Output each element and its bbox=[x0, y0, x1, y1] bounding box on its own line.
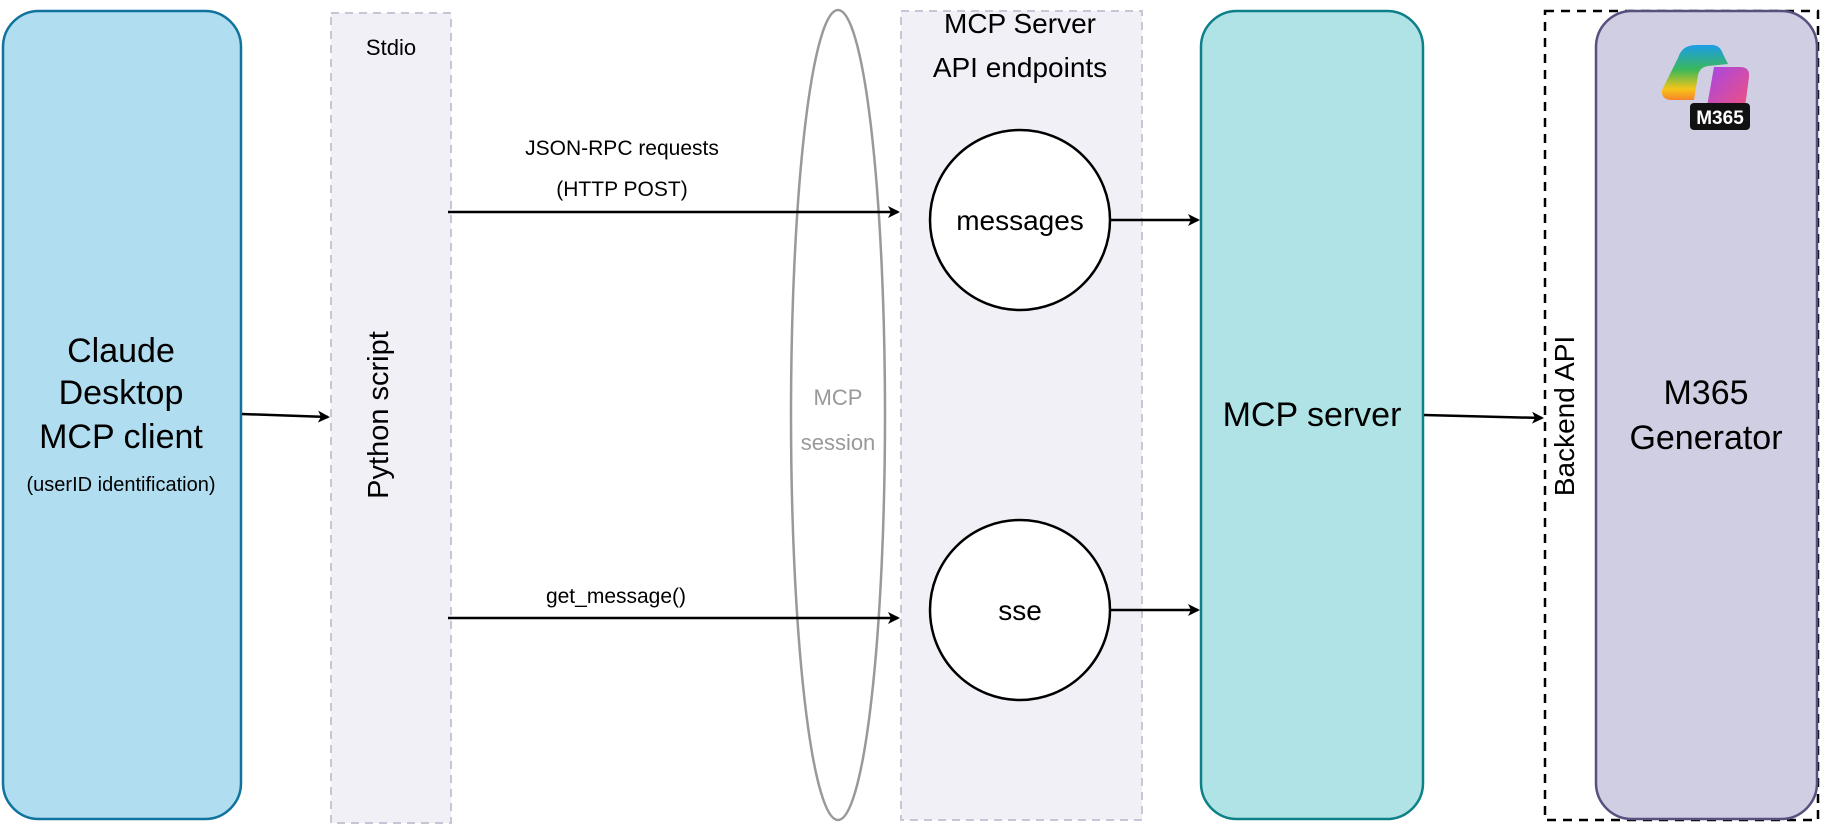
json-rpc-label-line-2: (HTTP POST) bbox=[556, 178, 687, 201]
api-title-line-1: MCP Server bbox=[944, 8, 1096, 39]
mcp-server-node[interactable]: MCP server bbox=[1199, 9, 1425, 821]
client-title-line-1: Claude bbox=[67, 332, 175, 370]
get-message-label: get_message() bbox=[546, 585, 686, 608]
endpoint-sse[interactable]: sse bbox=[928, 518, 1112, 702]
json-rpc-label-line-1: JSON-RPC requests bbox=[525, 137, 719, 160]
api-title-line-2: API endpoints bbox=[933, 52, 1107, 83]
m365-badge-text: M365 bbox=[1696, 108, 1744, 129]
stdio-container[interactable]: Stdio Python script bbox=[330, 12, 452, 824]
stdio-title: Stdio bbox=[366, 35, 416, 60]
mcp-client-node[interactable]: Claude Desktop MCP client (userID identi… bbox=[1, 9, 243, 821]
session-label-line-1: MCP bbox=[814, 385, 863, 410]
client-title-line-2: Desktop bbox=[59, 374, 184, 412]
session-label-line-2: session bbox=[801, 430, 876, 455]
copilot-m365-logo-icon: M365 bbox=[1661, 45, 1750, 130]
generator-title-line-1: M365 bbox=[1663, 374, 1748, 412]
edge-get-message: get_message() bbox=[448, 585, 900, 624]
m365-generator-node[interactable]: M365 Generator M365 bbox=[1594, 9, 1819, 821]
generator-title-line-2: Generator bbox=[1629, 419, 1782, 457]
edge-client-to-stdio bbox=[241, 410, 330, 423]
mcp-server-title: MCP server bbox=[1223, 396, 1402, 434]
python-script-label: Python script bbox=[363, 331, 395, 499]
endpoint-messages-label: messages bbox=[956, 205, 1084, 236]
client-title-line-3: MCP client bbox=[39, 418, 203, 456]
client-subtitle: (userID identification) bbox=[27, 474, 216, 496]
backend-api-label: Backend API bbox=[1549, 336, 1580, 496]
edge-server-to-backend bbox=[1423, 411, 1544, 424]
edge-json-rpc: JSON-RPC requests (HTTP POST) bbox=[448, 137, 900, 218]
mcp-session-ellipse: MCP session bbox=[789, 8, 887, 822]
endpoint-sse-label: sse bbox=[998, 595, 1042, 626]
endpoint-messages[interactable]: messages bbox=[928, 128, 1112, 312]
